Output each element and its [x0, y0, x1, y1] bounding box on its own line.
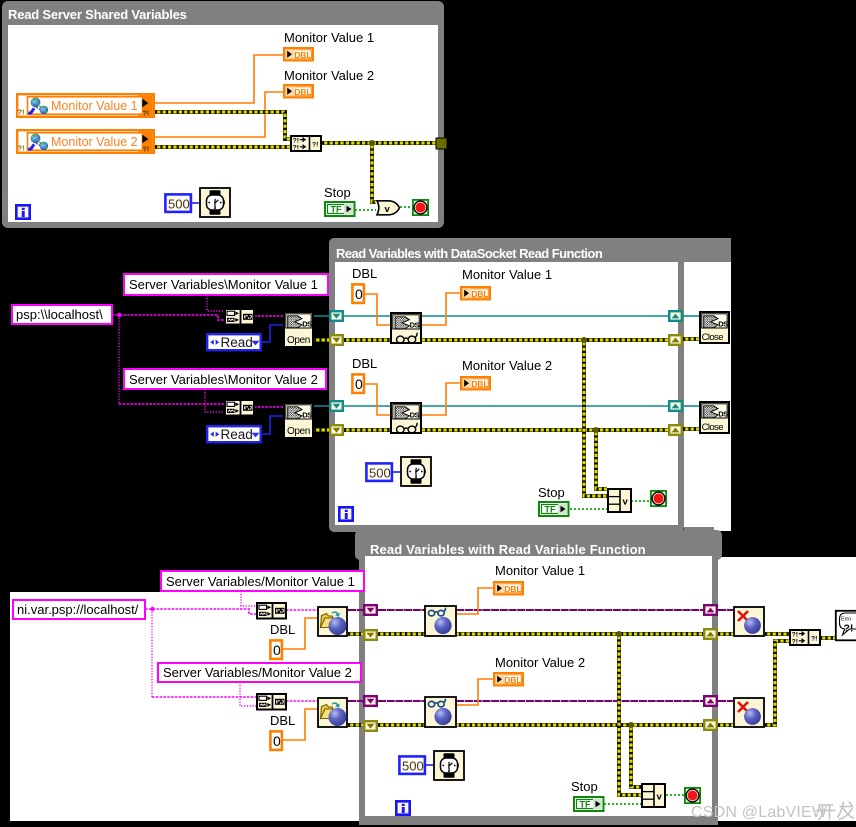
- svg-text:Stop: Stop: [571, 779, 598, 794]
- svg-text:Server Variables/Monitor Value: Server Variables/Monitor Value 1: [166, 574, 355, 589]
- svg-text:CSDN @LabVIEW: CSDN @LabVIEW: [691, 804, 828, 821]
- svg-text:Monitor Value 1: Monitor Value 1: [51, 99, 138, 113]
- svg-text:DBL: DBL: [352, 266, 377, 281]
- svg-text:Monitor Value 2: Monitor Value 2: [495, 655, 585, 670]
- svg-text:Monitor Value 1: Monitor Value 1: [284, 30, 374, 45]
- svg-text:Monitor Value 1: Monitor Value 1: [462, 267, 552, 282]
- svg-text:Monitor Value 1: Monitor Value 1: [495, 563, 585, 578]
- svg-text:psp:\\localhost\: psp:\\localhost\: [16, 307, 103, 322]
- svg-text:Stop: Stop: [538, 485, 565, 500]
- svg-text:Stop: Stop: [324, 185, 351, 200]
- svg-text:DBL: DBL: [270, 713, 295, 728]
- svg-text:Monitor Value 2: Monitor Value 2: [284, 68, 374, 83]
- svg-text:Read Server Shared Variables: Read Server Shared Variables: [8, 7, 187, 22]
- svg-text:Monitor Value 2: Monitor Value 2: [462, 358, 552, 373]
- svg-text:Server Variables/Monitor Value: Server Variables/Monitor Value 2: [163, 665, 352, 680]
- svg-text:DBL: DBL: [270, 622, 295, 637]
- svg-text:Server Variables\Monitor Value: Server Variables\Monitor Value 2: [129, 372, 318, 387]
- svg-text:ni.var.psp://localhost/: ni.var.psp://localhost/: [17, 602, 139, 617]
- svg-text:Server Variables\Monitor Value: Server Variables\Monitor Value 1: [129, 277, 318, 292]
- svg-text:DBL: DBL: [352, 356, 377, 371]
- svg-text:Read Variables with Read Varia: Read Variables with Read Variable Functi…: [370, 542, 646, 557]
- svg-text:Read Variables with DataSocket: Read Variables with DataSocket Read Func…: [336, 246, 603, 261]
- svg-text:Monitor Value 2: Monitor Value 2: [51, 135, 138, 149]
